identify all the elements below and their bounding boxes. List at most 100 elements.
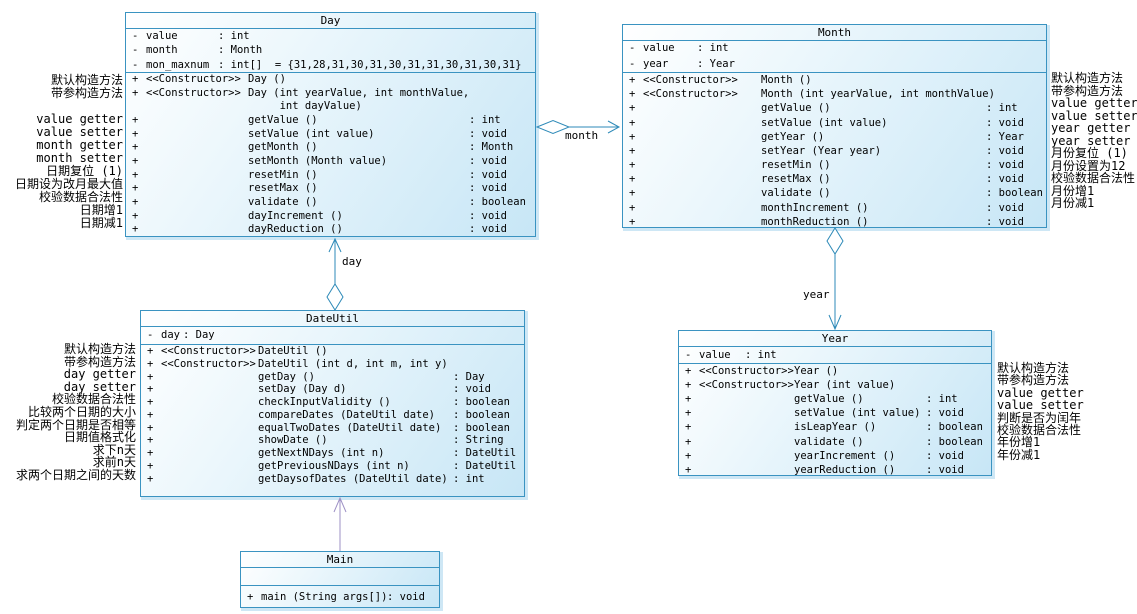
method-row: +checkInputValidity (): boolean: [141, 396, 524, 409]
type-cell: : void: [926, 449, 964, 462]
atype-cell: : int: [218, 30, 250, 42]
method-row: +resetMax (): void: [623, 172, 1046, 186]
annotation-line: 求两个日期之间的天数: [15, 467, 136, 482]
type-cell: : void: [469, 154, 507, 167]
visibility-marker: +: [685, 407, 692, 420]
name-cell: Year (int value): [794, 379, 896, 392]
visibility-marker: +: [132, 223, 139, 236]
method-row: +monthIncrement (): void: [623, 201, 1046, 215]
name-cell: setValue (int value): [248, 127, 375, 140]
visibility-marker: +: [132, 141, 139, 154]
name-cell: dayReduction (): [248, 223, 343, 236]
type-cell: [469, 87, 535, 101]
annotation-line: 默认构造方法: [50, 73, 123, 87]
stereo-cell: [643, 186, 761, 200]
class-box-main[interactable]: Main +main (String args[]): void: [240, 551, 440, 608]
annotation-line: 校验数据合法性: [38, 190, 123, 204]
name-cell: getDaysofDates (DateUtil date): [258, 472, 448, 485]
class-box-dateutil[interactable]: DateUtil -day: Day +<<Constructor>>DateU…: [140, 310, 525, 497]
visibility-marker: +: [629, 88, 636, 101]
visibility-marker: +: [685, 449, 692, 462]
annotation-line: 月份复位 (1): [1051, 146, 1128, 160]
visibility-marker: +: [685, 365, 692, 377]
method-row: +getValue (): int: [679, 392, 991, 406]
annotation-line: year setter: [1051, 133, 1131, 148]
stereo-cell: [643, 201, 761, 215]
annotation-line: value setter: [997, 398, 1084, 413]
annotation-line: day setter: [63, 379, 136, 394]
class-title: Day: [126, 13, 535, 29]
type-cell: : int: [986, 102, 1018, 115]
name-cell: getValue (): [248, 113, 318, 126]
aname-cell: mon_maxnum: [146, 58, 210, 71]
stereo-cell: [146, 128, 248, 142]
class-box-day[interactable]: Day -value: int-month: Month-mon_maxnum:…: [125, 12, 536, 237]
atype-cell: : int[] = {31,28,31,30,31,30,31,31,30,31…: [218, 58, 522, 71]
stereo-cell: [643, 215, 761, 227]
type-cell: : void: [986, 116, 1024, 129]
method-row: +setValue (int value): void: [679, 406, 991, 420]
annotation-line: month getter: [36, 138, 123, 152]
visibility-marker: -: [629, 57, 636, 70]
name-cell: validate (): [761, 187, 831, 200]
stereo-cell: [161, 447, 258, 460]
class-box-year[interactable]: Year -value: int +<<Constructor>>Year ()…: [678, 330, 992, 476]
type-cell: : boolean: [469, 195, 526, 208]
atype-cell: : int: [697, 42, 729, 54]
visibility-marker: +: [132, 168, 139, 181]
visibility-marker: +: [685, 379, 692, 392]
type-cell: : String: [453, 434, 504, 447]
annotation-line: 月份减1: [1051, 196, 1095, 210]
method-row: +compareDates (DateUtil date): boolean: [141, 409, 524, 422]
name-cell: getPreviousNDays (int n): [258, 459, 410, 472]
arrowhead-to-year-icon: [828, 314, 842, 331]
visibility-marker: +: [685, 435, 692, 448]
visibility-marker: +: [132, 195, 139, 208]
stereo-cell: [643, 101, 761, 115]
visibility-marker: -: [685, 349, 692, 361]
name-cell: equalTwoDates (DateUtil date): [258, 421, 442, 434]
method-row: +<<Constructor>>Day (int yearValue, int …: [126, 87, 535, 101]
type-cell: : void: [453, 383, 491, 396]
visibility-marker: +: [147, 370, 154, 383]
visibility-marker: +: [132, 127, 139, 140]
type-cell: : void: [986, 215, 1024, 227]
type-cell: : boolean: [453, 396, 510, 408]
arrowhead-to-day-icon: [328, 237, 342, 253]
stereo-cell: [699, 449, 794, 463]
stereo-cell: [699, 435, 794, 449]
visibility-marker: +: [629, 130, 636, 143]
method-row: +showDate (): String: [141, 434, 524, 447]
name-cell: dayIncrement (): [248, 209, 343, 222]
method-row: +getDaysofDates (DateUtil date): int: [141, 473, 524, 486]
attribute-row: -value: int: [126, 29, 535, 43]
visibility-marker: +: [147, 421, 154, 434]
type-cell: : void: [387, 591, 425, 603]
attribute-row: -year: Year: [623, 57, 1046, 73]
association-label-day: day: [342, 255, 362, 268]
method-row: +resetMax (): void: [126, 182, 535, 196]
atype-cell: : Year: [697, 57, 735, 70]
visibility-marker: +: [629, 173, 636, 186]
stereo-cell: [643, 172, 761, 186]
class-box-month[interactable]: Month -value: int-year: Year +<<Construc…: [622, 24, 1047, 228]
class-attributes: -value: int-month: Month-mon_maxnum: int…: [126, 29, 535, 73]
stereo-cell: [161, 409, 258, 422]
annotation-line: 比较两个日期的大小: [27, 404, 136, 419]
annotation-line: 日期减1: [79, 216, 123, 230]
method-row: +yearReduction (): void: [679, 463, 991, 475]
aggregation-diamond-month-year: [826, 227, 844, 255]
class-attributes: -value: int-year: Year: [623, 41, 1046, 73]
attribute-row: -value: int: [623, 41, 1046, 57]
stereo-cell: [146, 100, 248, 114]
visibility-marker: +: [147, 345, 154, 357]
annotation-line: 默认构造方法: [1051, 71, 1124, 85]
type-cell: : boolean: [986, 187, 1043, 200]
annotation-line: 校验数据合法性: [997, 423, 1082, 438]
stereo-cell: [161, 383, 258, 396]
class-methods: +<<Constructor>>DateUtil ()+<<Constructo…: [141, 345, 524, 496]
class-title: Year: [679, 331, 991, 347]
